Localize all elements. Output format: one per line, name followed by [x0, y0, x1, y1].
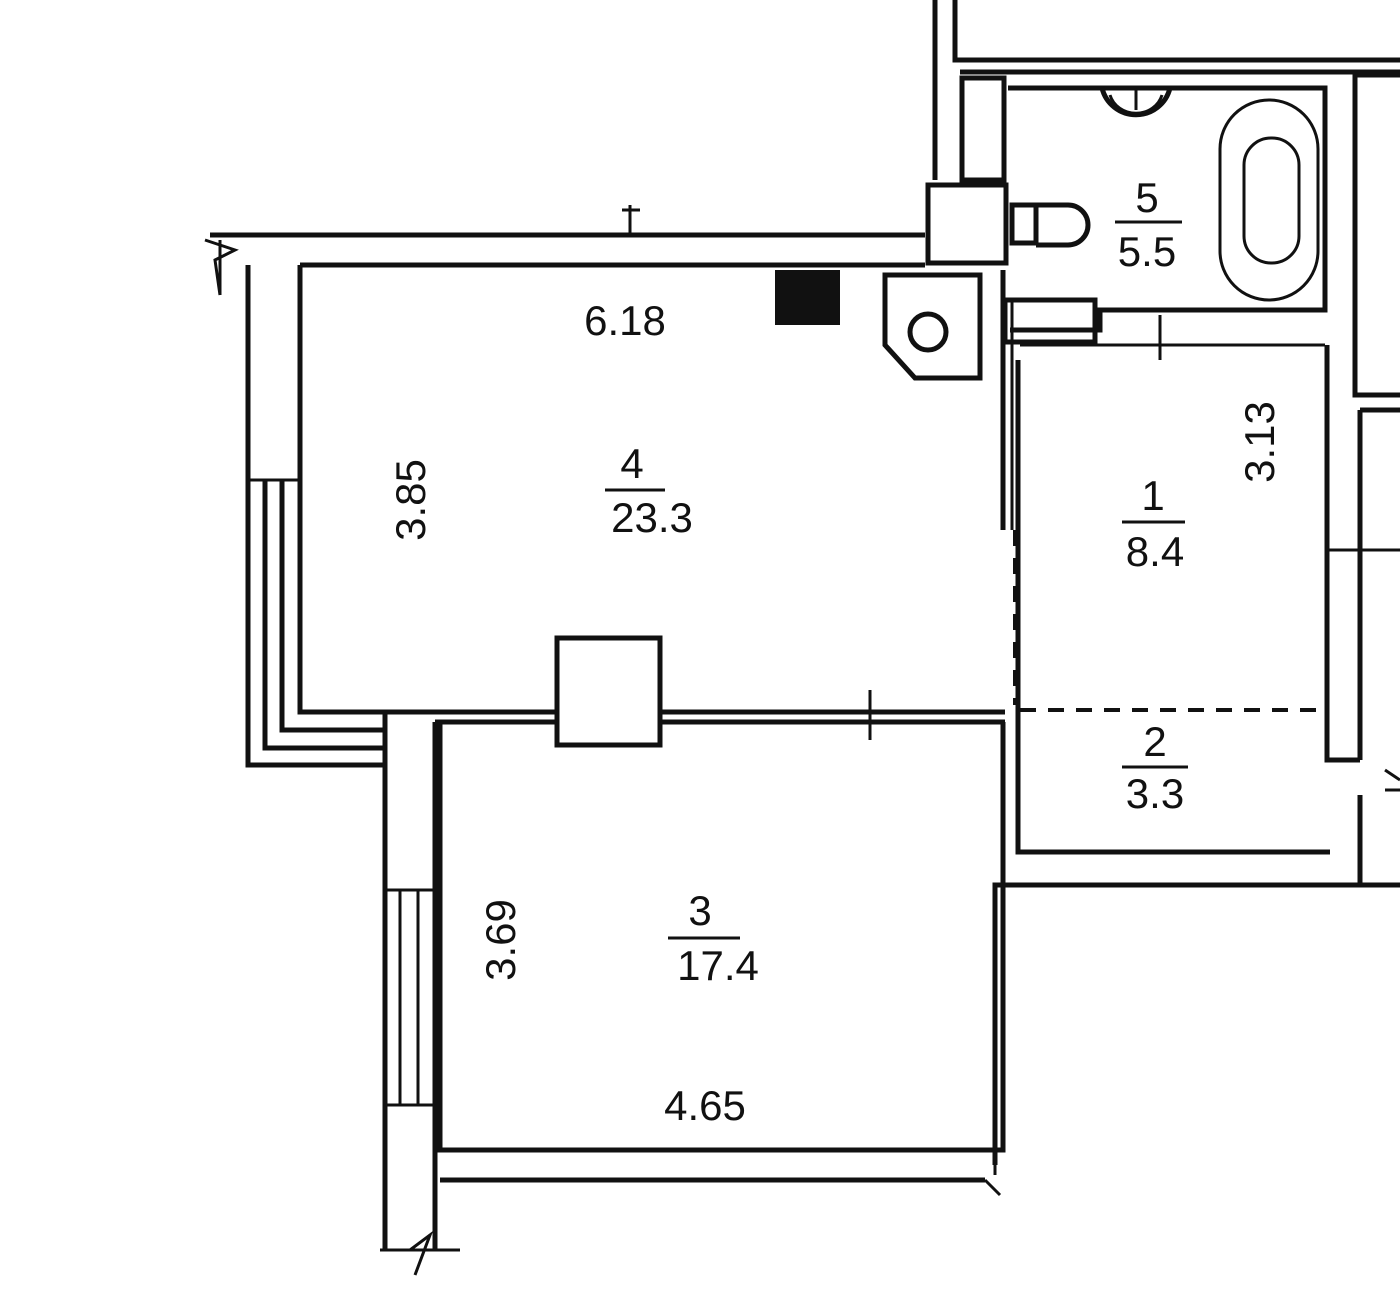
- room-area: 5.5: [1118, 228, 1176, 275]
- boiler-icon: [882, 272, 983, 381]
- dimension-room3-width: 4.65: [664, 1082, 746, 1129]
- walls: [204, 0, 1400, 1276]
- room-4-label: 4 23.3: [605, 440, 693, 541]
- room-number: 5: [1135, 174, 1158, 221]
- room-1-label: 1 8.4: [1122, 472, 1185, 575]
- heater-icon: [775, 270, 840, 325]
- toilet-icon: [1009, 202, 1091, 248]
- room-area: 8.4: [1126, 528, 1184, 575]
- washer-icon: [1002, 297, 1098, 345]
- room-number: 4: [620, 440, 643, 487]
- room-3-label: 3 17.4: [668, 887, 759, 989]
- dimension-room4-width: 6.18: [584, 297, 666, 344]
- room-2-label: 2 3.3: [1122, 718, 1188, 817]
- room-5-label: 5 5.5: [1115, 174, 1182, 275]
- room-number: 1: [1141, 472, 1164, 519]
- room-number: 3: [688, 887, 711, 934]
- dimension-room4-depth: 3.85: [387, 459, 434, 541]
- sink-icon: [1099, 87, 1173, 118]
- room-area: 3.3: [1126, 770, 1184, 817]
- room-area: 17.4: [677, 942, 759, 989]
- room-area: 23.3: [611, 494, 693, 541]
- bathtub-icon: [1218, 98, 1320, 302]
- room-number: 2: [1143, 718, 1166, 765]
- dimension-room3-depth: 3.69: [477, 899, 524, 981]
- dimension-room1-depth: 3.13: [1236, 401, 1283, 483]
